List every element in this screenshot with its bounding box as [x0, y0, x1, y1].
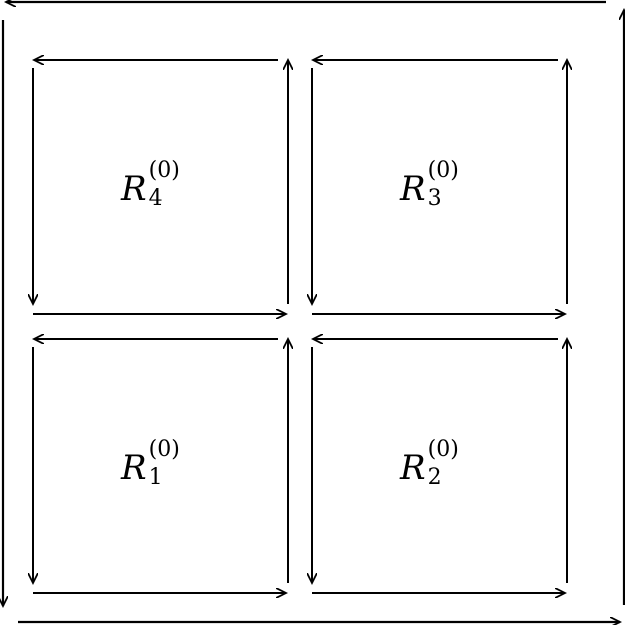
region-r1-label: R(0)1 — [121, 439, 189, 495]
r1-label-scripts: (0)1 — [148, 439, 189, 495]
r2-label-base: R — [400, 448, 426, 488]
r4-label-base: R — [121, 169, 147, 209]
r4-label-superscript: (0) — [148, 158, 180, 183]
region-r3-boundary — [312, 60, 567, 314]
r1-label-superscript: (0) — [148, 437, 180, 462]
region-r4-label: R(0)4 — [121, 160, 189, 216]
r4-label-subscript: 4 — [148, 186, 163, 211]
r2-label-scripts: (0)2 — [427, 439, 468, 495]
r1-label-subscript: 1 — [148, 465, 163, 490]
r3-label-base: R — [400, 169, 426, 209]
region-r2-label: R(0)2 — [400, 439, 468, 495]
region-r1-boundary — [33, 339, 288, 593]
r2-label-subscript: 2 — [427, 465, 442, 490]
r2-label-superscript: (0) — [427, 437, 459, 462]
r3-label-subscript: 3 — [427, 186, 442, 211]
region-r2-boundary — [312, 339, 567, 593]
r3-label-superscript: (0) — [427, 158, 459, 183]
region-r4-boundary — [33, 60, 288, 314]
r1-label-base: R — [121, 448, 147, 488]
r4-label-scripts: (0)4 — [148, 160, 189, 216]
region-r3-label: R(0)3 — [400, 160, 468, 216]
outer-boundary — [3, 2, 625, 622]
r3-label-scripts: (0)3 — [427, 160, 468, 216]
